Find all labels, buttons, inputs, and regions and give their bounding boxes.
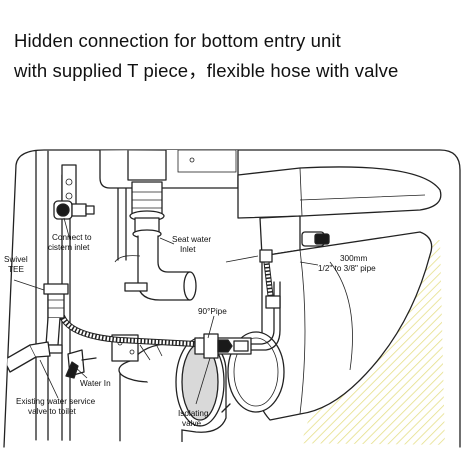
seat-inlet-fitting (301, 231, 330, 247)
toilet-lid (237, 166, 442, 219)
flush-pipe (114, 149, 197, 301)
label-300mm-pipe: 300mm 1/2" to 3/8" pipe (318, 254, 376, 273)
swivel-tee (43, 283, 69, 354)
label-existing-service: Existing water service valve to toilet (16, 397, 97, 416)
label-90-pipe: 90°Pipe (198, 307, 227, 316)
existing-service-pipe (4, 341, 51, 373)
ninety-pipe (194, 281, 281, 359)
cistern-plate (177, 149, 237, 173)
diagram-title-line-2: with supplied T piece，flexible hose with… (14, 60, 399, 81)
cistern-body (99, 149, 239, 189)
cistern-inlet-fitting (53, 200, 95, 220)
waste-connector (111, 334, 227, 445)
label-water-in: Water In (80, 379, 111, 388)
water-in-tap (65, 349, 97, 379)
toilet-bowl (257, 231, 433, 421)
frame-outline (3, 149, 461, 448)
label-swivel-tee: Swivel TEE (4, 255, 30, 274)
label-isolating-valve: Isolating valve (178, 409, 211, 428)
braided-pipe-300mm (259, 249, 281, 309)
label-seat-water-inlet: Seat water Inlet (172, 235, 213, 254)
label-connect-to-cistern: Connect to cistern inlet (48, 233, 94, 252)
diagram-title-line-1: Hidden connection for bottom entry unit (14, 30, 341, 51)
